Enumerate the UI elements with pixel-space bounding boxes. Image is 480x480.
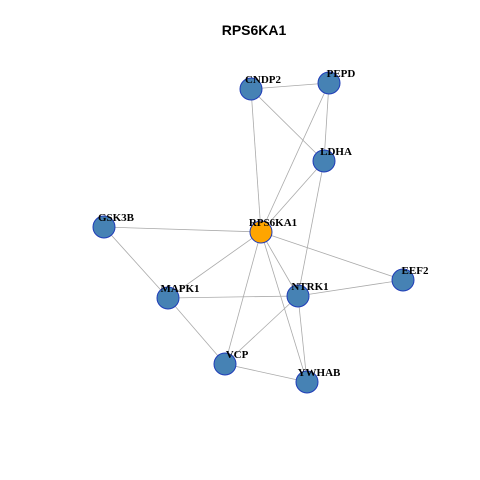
node-label-rps6ka1: RPS6KA1 [249, 217, 297, 229]
node-circle-rps6ka1 [249, 220, 273, 244]
node-circle-ldha [312, 149, 336, 173]
edge-cndp2-pepd [250, 82, 330, 90]
edge-ldha-rps6ka1 [260, 160, 325, 233]
edge-rps6ka1-vcp [224, 231, 262, 365]
node-circle-ywhab [295, 370, 319, 394]
edge-ntrk1-eef2 [297, 279, 404, 297]
node-circle-cndp2 [239, 77, 263, 101]
node-circle-mapk1 [156, 286, 180, 310]
edge-gsk3b-mapk1 [103, 226, 169, 299]
node-ywhab: YWHAB [295, 367, 341, 394]
edge-cndp2-ldha [250, 88, 325, 162]
edge-vcp-ywhab [224, 363, 308, 383]
node-label-ldha: LDHA [320, 146, 352, 158]
node-ntrk1: NTRK1 [286, 281, 329, 308]
node-circle-ntrk1 [286, 284, 310, 308]
edge-mapk1-vcp [167, 297, 226, 365]
edge-rps6ka1-ywhab [260, 231, 308, 383]
edge-pepd-ldha [323, 82, 330, 162]
node-rps6ka1: RPS6KA1 [249, 217, 297, 244]
node-eef2: EEF2 [391, 265, 429, 292]
edge-gsk3b-rps6ka1 [103, 226, 262, 233]
node-label-gsk3b: GSK3B [98, 212, 135, 224]
edge-rps6ka1-ntrk1 [260, 231, 299, 297]
edge-cndp2-rps6ka1 [250, 88, 262, 233]
edge-ldha-ntrk1 [297, 160, 325, 297]
node-circle-eef2 [391, 268, 415, 292]
node-cndp2: CNDP2 [239, 74, 282, 101]
edge-mapk1-ntrk1 [167, 295, 299, 299]
node-ldha: LDHA [312, 146, 352, 173]
node-label-cndp2: CNDP2 [245, 74, 282, 86]
edges-layer [103, 82, 404, 383]
edge-ntrk1-vcp [224, 295, 299, 365]
edge-pepd-rps6ka1 [260, 82, 330, 233]
edge-rps6ka1-mapk1 [167, 231, 262, 299]
edge-ntrk1-ywhab [297, 295, 308, 383]
node-label-pepd: PEPD [327, 68, 356, 80]
node-circle-gsk3b [92, 215, 116, 239]
node-label-eef2: EEF2 [402, 265, 429, 277]
node-gsk3b: GSK3B [92, 212, 135, 239]
node-label-ywhab: YWHAB [298, 367, 341, 379]
node-label-ntrk1: NTRK1 [291, 281, 328, 293]
node-label-vcp: VCP [226, 349, 249, 361]
node-vcp: VCP [213, 349, 249, 376]
node-circle-pepd [317, 71, 341, 95]
edge-rps6ka1-eef2 [260, 231, 404, 281]
node-mapk1: MAPK1 [156, 283, 200, 310]
node-circle-vcp [213, 352, 237, 376]
diagram-title: RPS6KA1 [222, 22, 287, 38]
node-pepd: PEPD [317, 68, 356, 95]
node-label-mapk1: MAPK1 [160, 283, 199, 295]
